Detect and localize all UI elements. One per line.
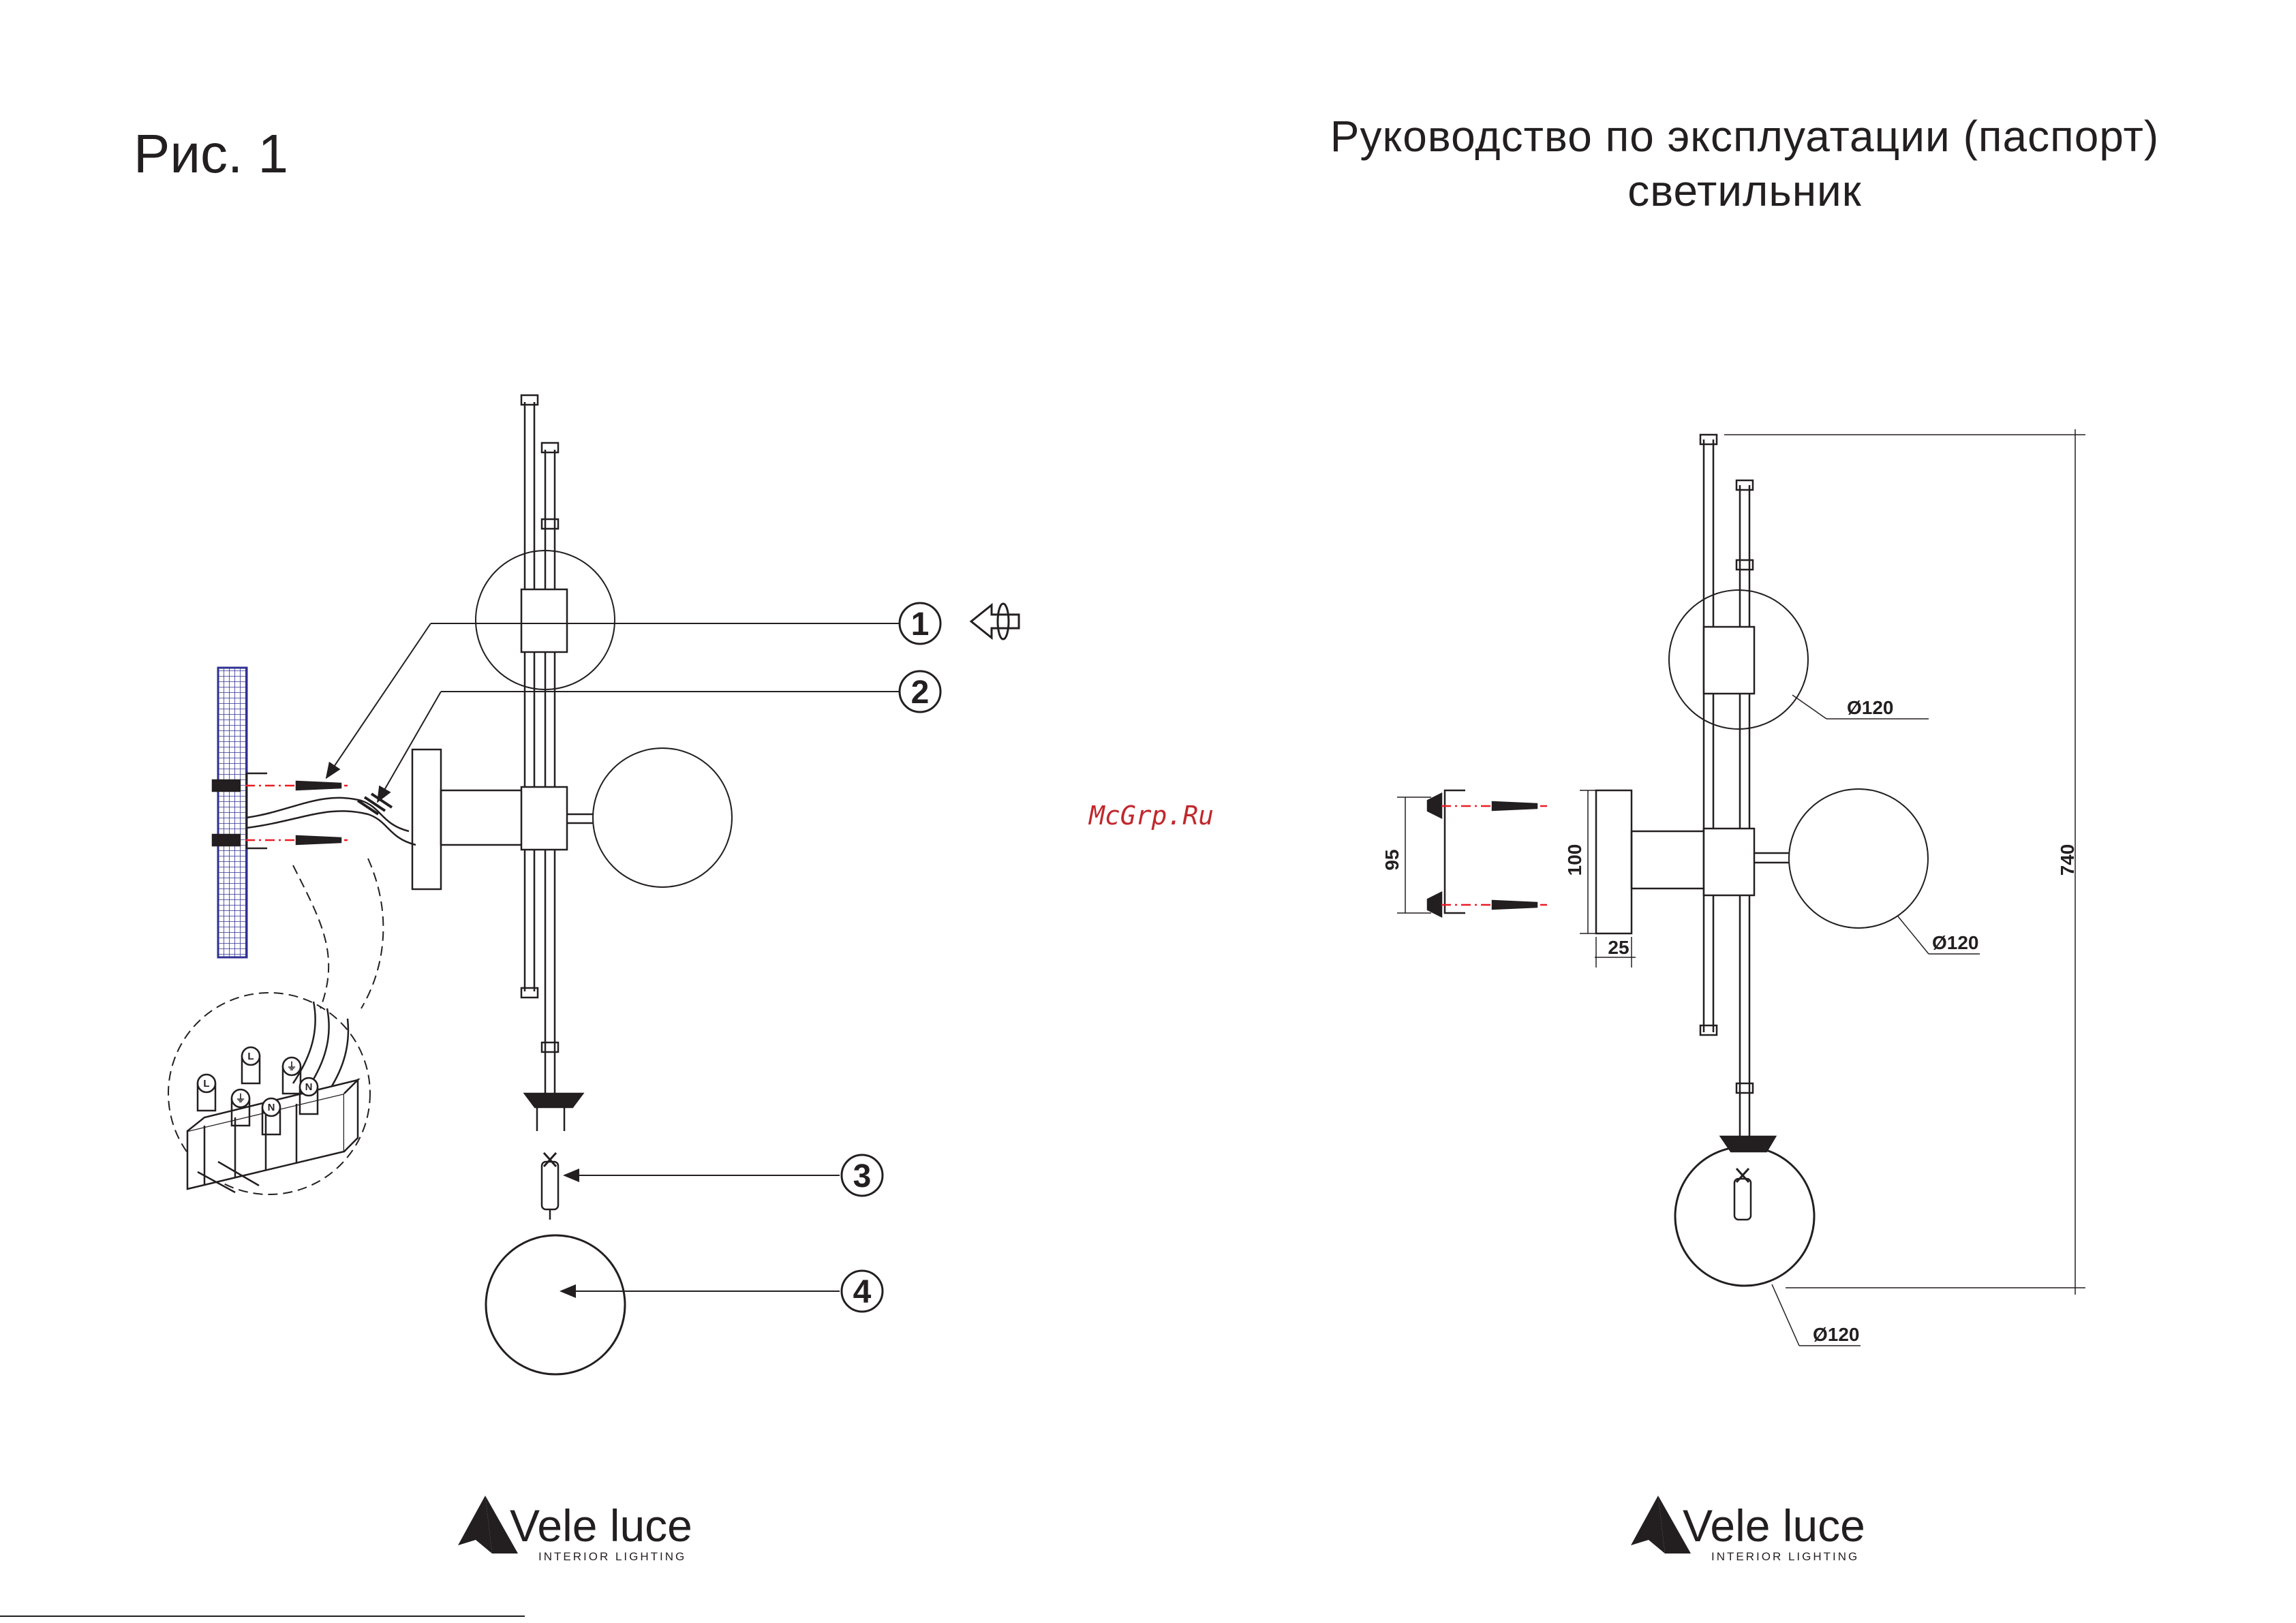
terminal-label: L: [247, 1051, 254, 1062]
dimension-drawing: [1397, 429, 2085, 1346]
base-plate: [412, 749, 441, 889]
brand-name: Vele luce: [510, 1500, 692, 1551]
dim-base-height: 100: [1564, 844, 1585, 876]
rods: [521, 395, 558, 1104]
assembly-drawing: [168, 395, 1019, 1374]
terminal-block-detail: [168, 859, 383, 1194]
dim-base-depth: 25: [1608, 937, 1629, 958]
brand-logo-right: Vele luce INTERIOR LIGHTING: [1631, 1496, 1865, 1563]
brand-tagline: INTERIOR LIGHTING: [538, 1550, 686, 1563]
dim-shade-top: Ø120: [1847, 697, 1894, 718]
dimension-labels: 740 95 100 25 Ø120 Ø120 Ø120: [1381, 697, 2078, 1345]
brand-name: Vele luce: [1683, 1500, 1865, 1551]
glass-shade-dim: [1675, 1147, 1814, 1286]
wall: [218, 668, 247, 957]
shade-side-dim: [1789, 789, 1928, 928]
dim-shade-middle: Ø120: [1932, 932, 1979, 953]
terminal-label: ⏚: [286, 1061, 296, 1072]
lamp-holder: [525, 1094, 583, 1107]
dim-bracket-spacing: 95: [1381, 849, 1403, 870]
shade-side: [593, 748, 732, 887]
brand-logo-left: Vele luce INTERIOR LIGHTING: [458, 1496, 692, 1563]
terminal-label: N: [305, 1081, 313, 1093]
glass-shade: [486, 1235, 625, 1374]
dim-height: 740: [2057, 844, 2078, 876]
terminal-label: L: [203, 1078, 209, 1089]
bulb: [542, 1153, 558, 1220]
callout-3: 3: [853, 1158, 872, 1194]
terminal-label: N: [268, 1102, 275, 1113]
callout-1: 1: [911, 606, 930, 643]
brand-tagline: INTERIOR LIGHTING: [1711, 1550, 1859, 1563]
callout-4: 4: [853, 1274, 872, 1310]
terminal-label: ⏚: [235, 1093, 245, 1104]
callout-2: 2: [911, 675, 930, 711]
dim-shade-bottom: Ø120: [1813, 1324, 1860, 1345]
rotate-arrow-icon: [971, 604, 1019, 639]
